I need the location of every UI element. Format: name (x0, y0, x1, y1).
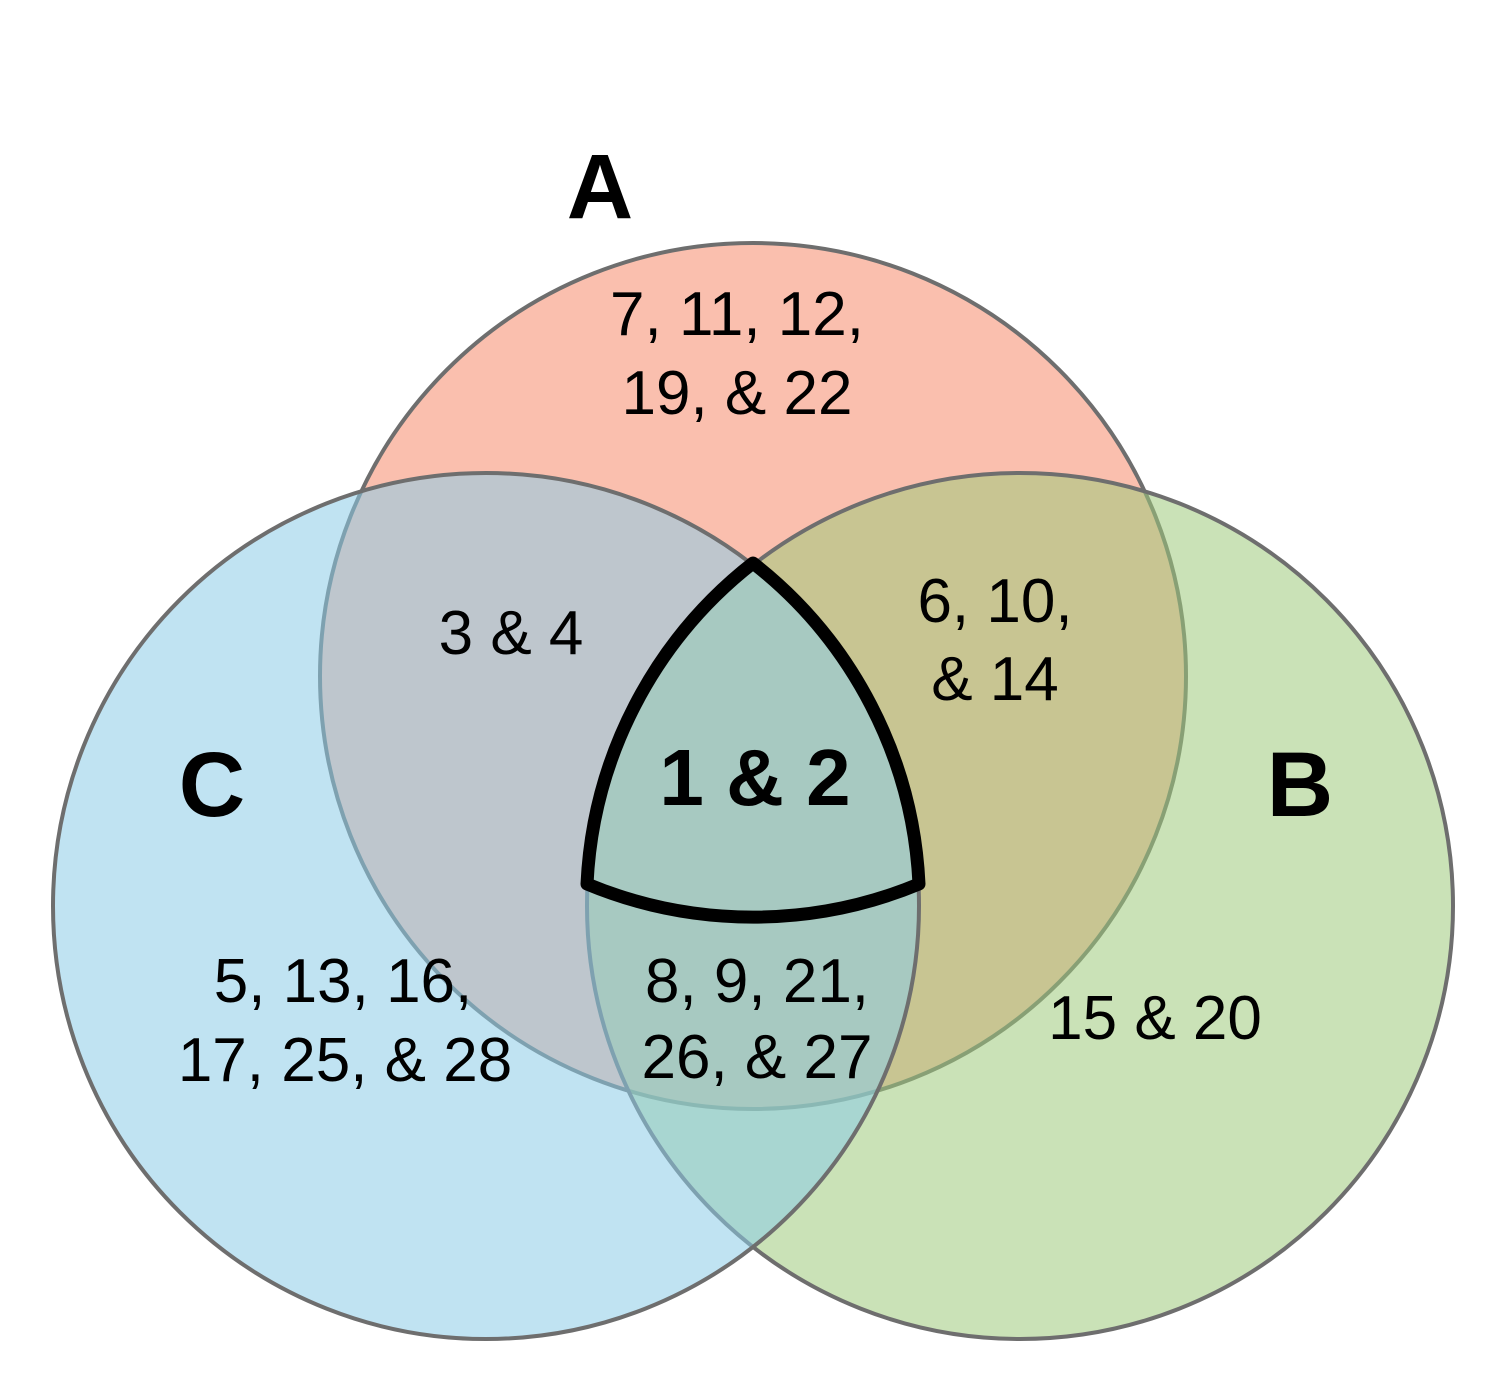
region-a-only-line-2: 19, & 22 (622, 359, 853, 428)
set-b-label: B (1267, 734, 1333, 836)
region-a-b-c-label: 1 & 2 (659, 733, 850, 822)
region-b-c-line-2: 26, & 27 (642, 1023, 873, 1092)
set-c-circle (51, 471, 921, 1341)
set-a-label: A (567, 136, 633, 238)
region-a-b-line-2: & 14 (931, 645, 1059, 714)
region-a-b-line-1: 6, 10, (917, 567, 1072, 636)
region-a-c-line-1: 3 & 4 (439, 599, 584, 668)
region-b-only-line-1: 15 & 20 (1048, 984, 1262, 1053)
region-b-c-line-1: 8, 9, 21, (645, 947, 869, 1016)
region-c-only-line-2: 17, 25, & 28 (178, 1026, 512, 1095)
set-c-label: C (179, 734, 245, 836)
triple-intersection-outline (580, 556, 926, 924)
region-a-only-line-1: 7, 11, 12, (610, 280, 864, 349)
region-c-only-line-1: 5, 13, 16, (214, 947, 473, 1016)
